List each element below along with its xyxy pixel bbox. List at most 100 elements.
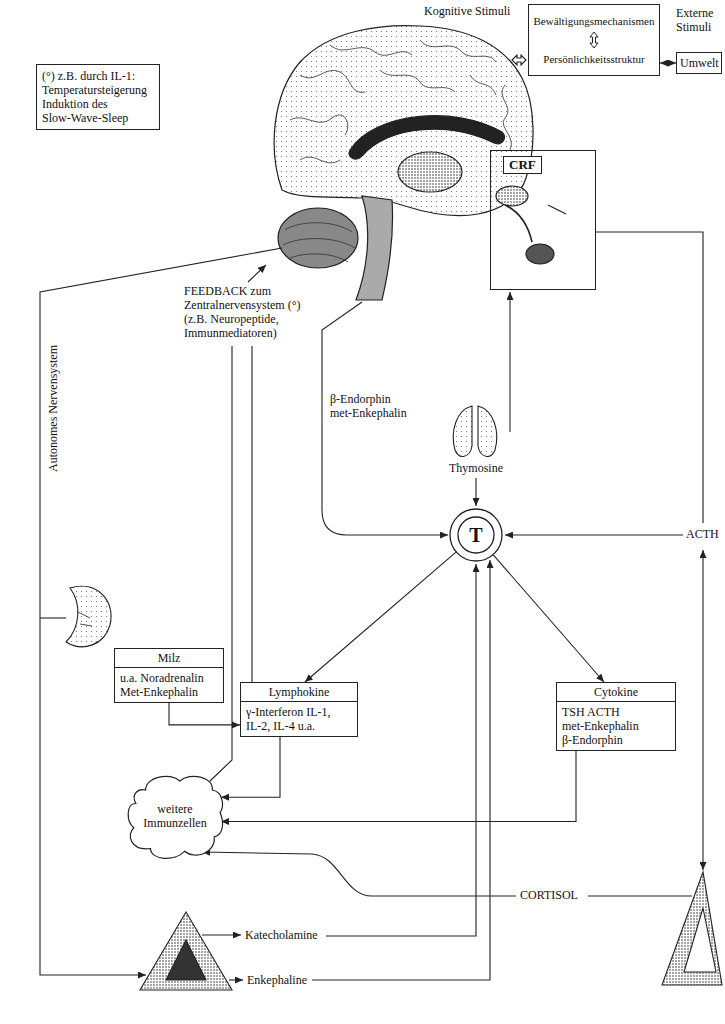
word: met-Enkephalin xyxy=(562,719,639,733)
organ-illustrations xyxy=(66,406,722,990)
note-box: (°) z.B. durch IL-1: Temperatursteigerun… xyxy=(36,64,160,130)
double-arrow-symbol xyxy=(588,31,600,49)
word: Nervensystem xyxy=(46,345,60,414)
coping-box: BewältigungsmechanismenPersönlichkeitsst… xyxy=(528,4,660,76)
word: weitere xyxy=(157,802,192,816)
word: Thymosine xyxy=(449,461,503,475)
word: (°) xyxy=(42,69,55,83)
annotation-label: CORTISOL xyxy=(520,888,586,902)
word: ACTH xyxy=(686,527,719,541)
word: Lymphokine xyxy=(269,685,330,699)
brain-illustration xyxy=(274,26,566,300)
word: Bewältigungsmechanismen xyxy=(534,15,655,27)
annotation-label: Kognitive Stimuli xyxy=(424,4,524,18)
word: zum xyxy=(250,284,271,298)
signal-lines xyxy=(40,55,703,980)
annotation-label: Autonomes Nervensystem xyxy=(46,342,60,472)
word: Immunzellen xyxy=(143,816,206,830)
word: met-Enkephalin xyxy=(330,406,407,420)
word: IL-1: xyxy=(110,69,135,83)
word: u.a. xyxy=(120,671,137,685)
box-heading: Cytokine xyxy=(557,683,675,702)
word: TSH xyxy=(562,705,585,719)
word: Autonomes xyxy=(46,417,60,472)
node-text: TSH ACTH met-Enkephalin β-Endorphin xyxy=(557,702,675,750)
word: Noradrenalin xyxy=(140,671,203,685)
thymus-symbol xyxy=(478,406,497,456)
word: (°) xyxy=(288,298,301,312)
t-cell-circle: T xyxy=(449,508,503,562)
node-text: CRF xyxy=(503,156,542,174)
connector-arrow xyxy=(169,703,240,725)
word: (z.B. xyxy=(184,312,207,326)
node-text: Persönlichkeitsstruktur xyxy=(532,52,656,66)
word: Kognitive xyxy=(424,4,472,18)
annotation-label: Externe Stimuli xyxy=(676,6,722,34)
word: γ-Interferon xyxy=(246,705,303,719)
word: Immunmediatoren) xyxy=(184,326,277,340)
node-text: Bewältigungsmechanismen xyxy=(532,14,656,28)
connector-arrow xyxy=(660,62,676,63)
word: Slow-Wave-Sleep xyxy=(42,111,128,125)
spleen-box: Milz u.a. Noradrenalin Met-Enkephalin xyxy=(114,648,224,703)
word: CRF xyxy=(509,157,536,172)
connector-arrow xyxy=(493,555,604,682)
annotation-label: Thymosine xyxy=(446,461,506,475)
word: ACTH xyxy=(587,705,620,719)
node-text: γ-Interferon IL-1, IL-2, IL-4 u.a. xyxy=(241,702,357,736)
hypothalamus-box: CRF xyxy=(490,150,596,290)
word: Cytokine xyxy=(594,685,638,699)
word: des xyxy=(92,97,108,111)
word: Zentralnervensystem xyxy=(184,298,285,312)
annotation-label: Katecholamine xyxy=(245,928,325,942)
word: Induktion xyxy=(42,97,89,111)
word: Katecholamine xyxy=(245,928,318,942)
word: u.a. xyxy=(298,719,315,733)
word: Milz xyxy=(158,651,181,665)
adrenal-symbol xyxy=(140,912,232,990)
cytokine-box: CytokineTSH ACTH met-Enkephalin β-Endorp… xyxy=(556,682,676,751)
lymphokine-box: Lymphokine γ-Interferon IL-1, IL-2, IL-4 … xyxy=(240,682,358,737)
box-heading: Lymphokine xyxy=(241,683,357,702)
immune-cell-cloud: weitere Immunzellen xyxy=(126,772,224,862)
environment-box: Umwelt xyxy=(676,52,722,74)
word: Temperatursteigerung xyxy=(42,83,147,97)
word: β-Endorphin xyxy=(330,392,391,406)
annotation-label: β-Endorphin met-Enkephalin xyxy=(330,392,424,420)
word: Enkephaline xyxy=(247,973,307,987)
thymus-symbol xyxy=(453,406,472,456)
node-text: u.a. Noradrenalin Met-Enkephalin xyxy=(115,668,223,702)
adrenal-symbol xyxy=(662,872,722,985)
word: β-Endorphin xyxy=(562,733,623,747)
word: IL-1, xyxy=(306,705,330,719)
word: Neuropeptide, xyxy=(210,312,278,326)
spleen-symbol xyxy=(66,586,111,647)
word: Met-Enkephalin xyxy=(120,685,198,699)
node-text: Umwelt xyxy=(680,56,718,70)
connector-arrow xyxy=(221,751,576,822)
word: CORTISOL xyxy=(520,888,578,902)
word: IL-4 xyxy=(273,719,294,733)
node-text: T xyxy=(449,508,503,562)
word: Umwelt xyxy=(680,56,719,70)
word: Stimuli xyxy=(475,4,510,18)
word: Externe xyxy=(676,6,713,20)
word: Stimuli xyxy=(676,20,711,34)
annotation-label: FEEDBACK zum Zentralnervensystem (°) (z.… xyxy=(184,284,312,340)
box-heading: Milz xyxy=(115,649,223,668)
word: durch xyxy=(80,69,107,83)
word: IL-2, xyxy=(246,719,270,733)
word: T xyxy=(469,524,482,546)
connector-arrow xyxy=(305,552,456,682)
annotation-label: ACTH xyxy=(686,527,722,541)
word: z.B. xyxy=(58,69,77,83)
annotation-label: Enkephaline xyxy=(247,973,311,987)
node-text: (°) z.B. durch IL-1: Temperatursteigerun… xyxy=(42,69,154,125)
word: FEEDBACK xyxy=(184,284,247,298)
word: Persönlichkeitsstruktur xyxy=(543,53,644,65)
